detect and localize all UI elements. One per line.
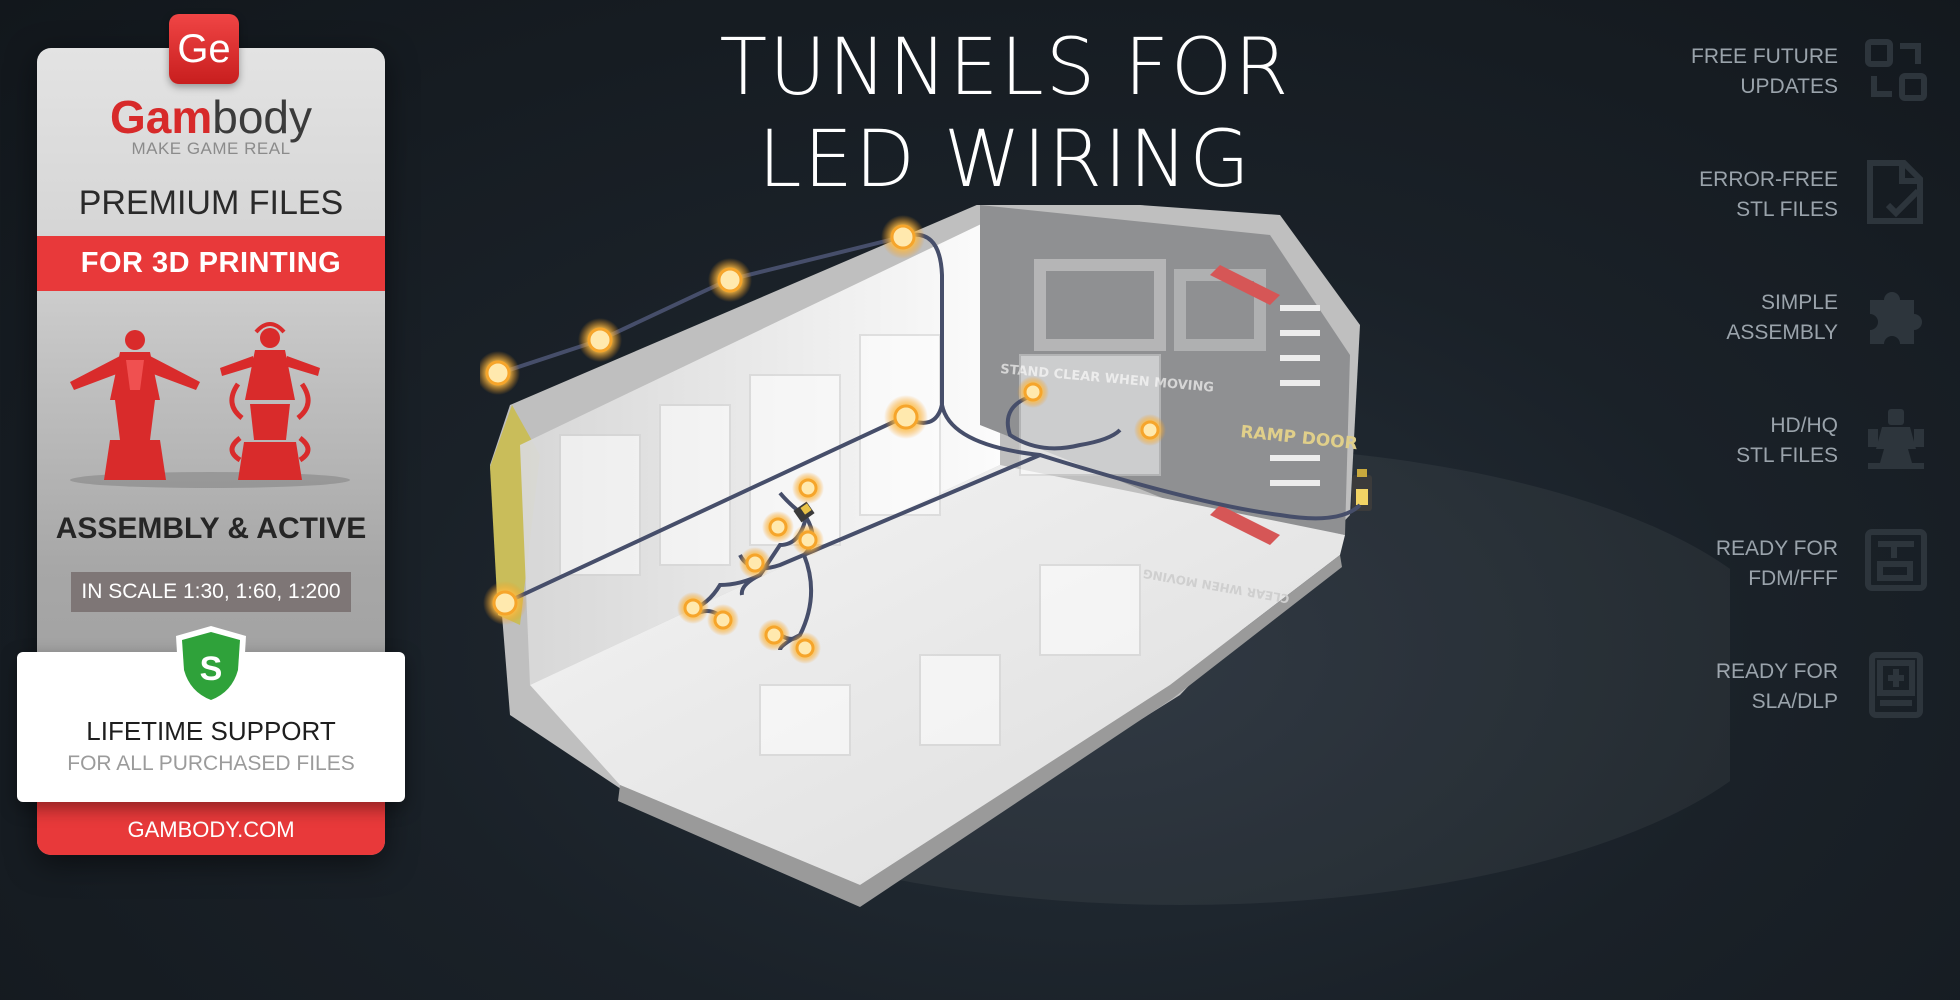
led-light — [884, 395, 928, 439]
led-light — [792, 472, 824, 504]
feature-label-line1: SIMPLE — [1760, 291, 1838, 314]
feature-label: SIMPLE ASSEMBLY — [1726, 288, 1838, 348]
led-light — [707, 604, 739, 636]
brand-tagline: MAKE GAME REAL — [131, 139, 291, 158]
fdm-printer-icon — [1865, 529, 1927, 591]
feature-label: ERROR-FREE STL FILES — [1699, 165, 1838, 225]
led-light — [762, 511, 794, 543]
feature-label-line2: STL FILES — [1736, 198, 1838, 221]
feature-item-hd-hq: HD/HQ STL FILES — [1628, 405, 1928, 528]
feature-label: READY FOR FDM/FFF — [1716, 534, 1838, 594]
led-light — [1017, 376, 1049, 408]
red-figures-illustration — [70, 322, 350, 488]
feature-label-line1: READY FOR — [1715, 537, 1838, 560]
gambody-logo-mark: Ge — [169, 14, 239, 84]
feature-item-error-free: ERROR-FREE STL FILES — [1628, 159, 1928, 282]
shield-letter: S — [200, 650, 223, 688]
ship-cutaway-model: STAND CLEAR WHEN MOVING RAMP DOOR CLEAR … — [480, 205, 1730, 907]
led-light — [792, 524, 824, 556]
brand-name-part2: body — [212, 91, 312, 143]
feature-label-line2: FDM/FFF — [1748, 567, 1838, 590]
support-subtitle: FOR ALL PURCHASED FILES — [67, 752, 355, 775]
file-check-icon — [1867, 160, 1923, 224]
feature-label-line2: UPDATES — [1740, 75, 1838, 98]
led-light — [881, 215, 925, 259]
title-line-2: LED WIRING — [758, 115, 1252, 205]
sla-printer-icon — [1869, 652, 1923, 718]
feature-label-line1: FREE FUTURE — [1691, 45, 1838, 68]
puzzle-icon — [1870, 292, 1922, 344]
feature-item-free-updates: FREE FUTURE UPDATES — [1628, 36, 1928, 159]
feature-item-sla: READY FOR SLA/DLP — [1628, 651, 1928, 774]
feature-list: FREE FUTURE UPDATES ERROR-FREE STL FILES — [1628, 36, 1928, 774]
led-light — [1134, 414, 1166, 446]
led-light — [677, 592, 709, 624]
led-light — [480, 351, 520, 395]
feature-label: HD/HQ STL FILES — [1736, 411, 1838, 471]
led-light — [578, 318, 622, 362]
feature-label: FREE FUTURE UPDATES — [1691, 42, 1838, 102]
figure-exploded — [220, 322, 320, 480]
led-light — [758, 619, 790, 651]
figure-assembled — [70, 330, 200, 480]
shield-icon: S — [176, 626, 246, 706]
feature-label-line1: ERROR-FREE — [1699, 168, 1838, 191]
brand-name: Gambody — [37, 92, 385, 142]
led-light — [739, 547, 771, 579]
title-line-1: TUNNELS FOR — [719, 23, 1291, 113]
feature-label: READY FOR SLA/DLP — [1716, 657, 1838, 717]
led-light — [789, 632, 821, 664]
site-link[interactable]: GAMBODY.COM — [37, 800, 385, 855]
brand-name-part1: Gam — [109, 91, 213, 143]
led-lights — [480, 215, 1166, 664]
figure-icon — [1868, 409, 1924, 469]
led-light — [483, 581, 527, 625]
led-light — [708, 258, 752, 302]
battery-icon — [1352, 469, 1372, 511]
assembly-active-heading: ASSEMBLY & ACTIVE — [55, 512, 367, 545]
page-title: TUNNELS FOR LED WIRING — [660, 22, 1350, 206]
connector-icon — [793, 501, 815, 523]
premium-files-heading: PREMIUM FILES — [78, 184, 344, 222]
feature-label-line1: READY FOR — [1715, 660, 1838, 683]
feature-label-line1: HD/HQ — [1770, 414, 1838, 437]
feature-item-simple-assembly: SIMPLE ASSEMBLY — [1628, 282, 1928, 405]
feature-label-line2: STL FILES — [1736, 444, 1838, 467]
feature-label-line2: SLA/DLP — [1751, 690, 1838, 713]
update-icon — [1865, 39, 1927, 101]
scale-badge: IN SCALE 1:30, 1:60, 1:200 — [71, 572, 351, 612]
for-3d-printing-banner: FOR 3D PRINTING — [37, 236, 385, 291]
feature-label-line2: ASSEMBLY — [1726, 321, 1838, 344]
support-title: LIFETIME SUPPORT — [86, 716, 336, 746]
feature-item-fdm: READY FOR FDM/FFF — [1628, 528, 1928, 651]
